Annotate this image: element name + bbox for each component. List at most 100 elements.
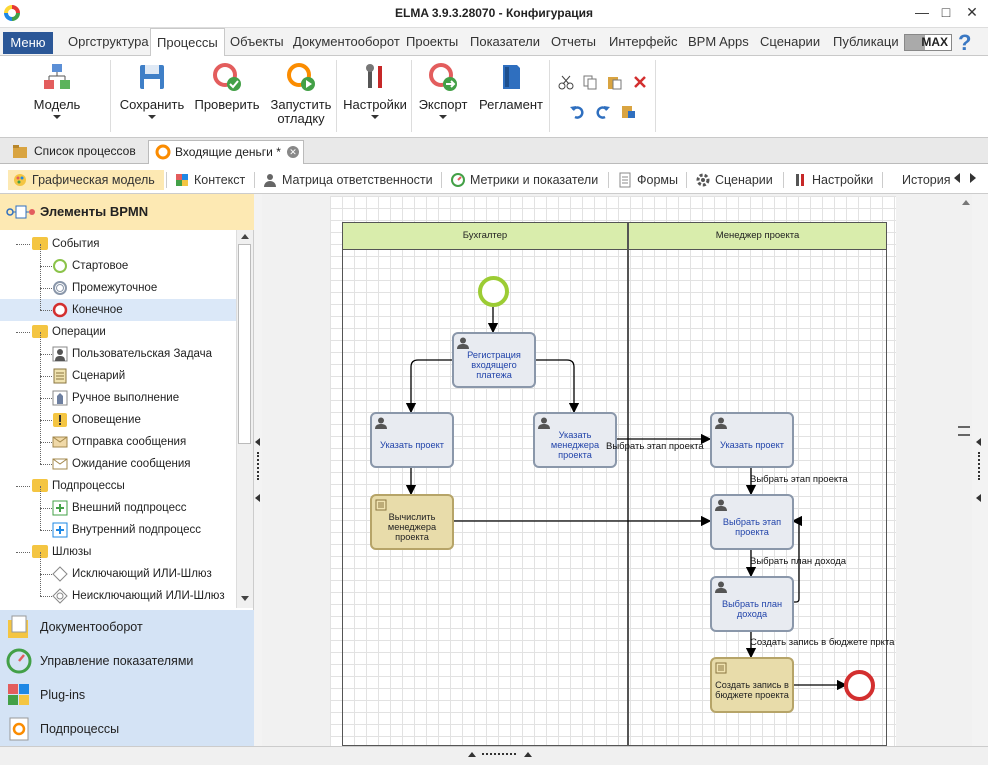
flow-label[interactable]: Выбрать этап проекта [750, 474, 848, 485]
lane-header-manager[interactable]: Менеджер проекта [628, 222, 887, 250]
help-icon[interactable]: ? [958, 30, 972, 55]
tab-indicators[interactable]: Показатели [470, 34, 540, 49]
tab-incoming-money[interactable]: Входящие деньги * ✕ [148, 140, 304, 164]
group-subprocesses[interactable]: Подпроцессы [0, 712, 254, 746]
tab-process-list[interactable]: Список процессов [8, 140, 136, 164]
delete-icon[interactable] [632, 74, 648, 90]
tab-scenarios[interactable]: Сценарии [760, 34, 821, 49]
tree-item[interactable]: Отправка сообщения [0, 420, 236, 453]
expand-right-panel-icon[interactable] [976, 438, 981, 446]
group-plugins[interactable]: Plug-ins [0, 678, 254, 712]
tree-folder[interactable]: Шлюзы [0, 541, 236, 563]
tree-item[interactable]: Ожидание сообщения [0, 442, 236, 475]
right-collapse-bar[interactable] [972, 194, 988, 746]
group-document-flow[interactable]: Документооборот [0, 610, 254, 644]
task-calculate-manager[interactable]: Вычислить менеджера проекта [370, 494, 454, 550]
settings-button[interactable]: Настройки [342, 62, 408, 119]
lane-accountant[interactable] [342, 250, 628, 746]
tab-scenarios-editor[interactable]: Сценарии [691, 170, 773, 190]
bottom-grip-icon[interactable] [482, 753, 516, 755]
tree-item[interactable]: Неисключающий ИЛИ-Шлюз [0, 574, 236, 607]
tab-history[interactable]: История [878, 170, 952, 190]
lane-header-accountant[interactable]: Бухгалтер [342, 222, 628, 250]
tab-bpm-apps[interactable]: BPM Apps [688, 34, 749, 49]
tree-folder[interactable]: Операции [0, 321, 236, 343]
group-indicators[interactable]: Управление показателями [0, 644, 254, 678]
check-button[interactable]: Проверить [194, 62, 260, 112]
cut-icon[interactable] [558, 74, 574, 90]
tree-item[interactable]: Оповещение [0, 398, 236, 431]
lane-manager[interactable] [628, 250, 887, 746]
scroll-down-icon[interactable] [241, 596, 249, 601]
expand-bottom-panel-icon[interactable] [524, 752, 532, 757]
tab-objects[interactable]: Объекты [230, 34, 284, 49]
model-button[interactable]: Модель [28, 62, 86, 119]
close-tab-icon[interactable]: ✕ [287, 146, 299, 158]
start-debug-button[interactable]: Запустить отладку [268, 62, 334, 126]
tree-item[interactable]: Сценарий [0, 354, 236, 387]
tab-context[interactable]: Контекст [170, 170, 245, 190]
tree-item[interactable]: Внутренний подпроцесс [0, 508, 236, 541]
tab-settings-editor[interactable]: Настройки [788, 170, 873, 190]
tabs-scroll-left-icon[interactable] [954, 173, 960, 183]
scroll-up-icon[interactable] [241, 234, 249, 239]
tab-reports[interactable]: Отчеты [551, 34, 596, 49]
panel-splitter[interactable] [254, 194, 262, 746]
tree-folder[interactable]: События [0, 233, 236, 255]
flow-label[interactable]: Создать запись в бюджете пркта [750, 637, 895, 648]
flow-label[interactable]: Выбрать план дохода [750, 556, 847, 567]
paste-special-icon[interactable] [620, 103, 636, 119]
save-button[interactable]: Сохранить [119, 62, 185, 119]
task-specify-manager[interactable]: Указать менеджера проекта [533, 412, 617, 468]
splitter-arrow-icon[interactable] [255, 438, 260, 446]
tab-orgstructure[interactable]: Оргструктура [68, 34, 149, 49]
copy-icon[interactable] [582, 74, 598, 90]
tab-interface[interactable]: Интерфейс [609, 34, 678, 49]
paste-icon[interactable] [606, 74, 622, 90]
tab-metrics[interactable]: Метрики и показатели [446, 170, 598, 190]
close-icon[interactable]: ✕ [966, 4, 978, 20]
tab-graphic-model[interactable]: Графическая модель [8, 170, 164, 190]
expand-right-panel-icon[interactable] [976, 494, 981, 502]
tab-processes[interactable]: Процессы [150, 28, 225, 56]
canvas-scroll-grip-icon[interactable] [958, 426, 970, 436]
expand-bottom-panel-icon[interactable] [468, 752, 476, 757]
tab-publications[interactable]: Публикаци [833, 34, 899, 49]
redo-icon[interactable] [595, 103, 611, 119]
tab-forms[interactable]: Формы [613, 170, 678, 190]
start-event[interactable] [478, 276, 509, 307]
flow-label[interactable]: Выбрать этап проекта [606, 441, 704, 452]
tree-item[interactable]: Стартовое [0, 244, 236, 277]
tab-documents[interactable]: Документооборот [293, 34, 400, 49]
tree-item[interactable]: Исключающий ИЛИ-Шлюз [0, 552, 236, 585]
tree-scrollbar[interactable] [236, 230, 253, 608]
diagram-canvas[interactable]: Бухгалтер Менеджер проекта [330, 196, 896, 746]
menu-button[interactable]: Меню [3, 32, 53, 54]
maximize-icon[interactable]: □ [941, 4, 951, 20]
tabs-scroll-right-icon[interactable] [970, 173, 976, 183]
right-grip-icon[interactable] [978, 452, 980, 480]
undo-icon[interactable] [569, 103, 585, 119]
regulation-button[interactable]: Регламент [476, 62, 546, 112]
tab-projects[interactable]: Проекты [406, 34, 459, 49]
bottom-collapse-bar[interactable] [0, 746, 988, 765]
export-button[interactable]: Экспорт [414, 62, 472, 119]
task-specify-project[interactable]: Указать проект [370, 412, 454, 468]
task-create-budget-record[interactable]: Создать запись в бюджете проекта [710, 657, 794, 713]
task-manager-specify-project[interactable]: Указать проект [710, 412, 794, 468]
tree-item[interactable]: Конечное [0, 288, 236, 321]
task-register-payment[interactable]: Регистрация входящего платежа [452, 332, 536, 388]
bpmn-elements-header[interactable]: Элементы BPMN [0, 194, 254, 230]
tree-item[interactable]: Пользовательская Задача [0, 332, 236, 365]
task-select-income-plan[interactable]: Выбрать план дохода [710, 576, 794, 632]
tree-item[interactable]: Внешний подпроцесс [0, 486, 236, 519]
splitter-grip-icon[interactable] [257, 452, 259, 480]
minimize-icon[interactable]: — [915, 4, 929, 20]
tab-responsibility-matrix[interactable]: Матрица ответственности [258, 170, 433, 190]
tree-folder[interactable]: Подпроцессы [0, 475, 236, 497]
scroll-thumb[interactable] [238, 244, 251, 444]
end-event[interactable] [844, 670, 875, 701]
splitter-arrow-icon[interactable] [255, 494, 260, 502]
max-toggle-button[interactable]: MAX [904, 34, 952, 51]
tree-item[interactable]: Ручное выполнение [0, 376, 236, 409]
